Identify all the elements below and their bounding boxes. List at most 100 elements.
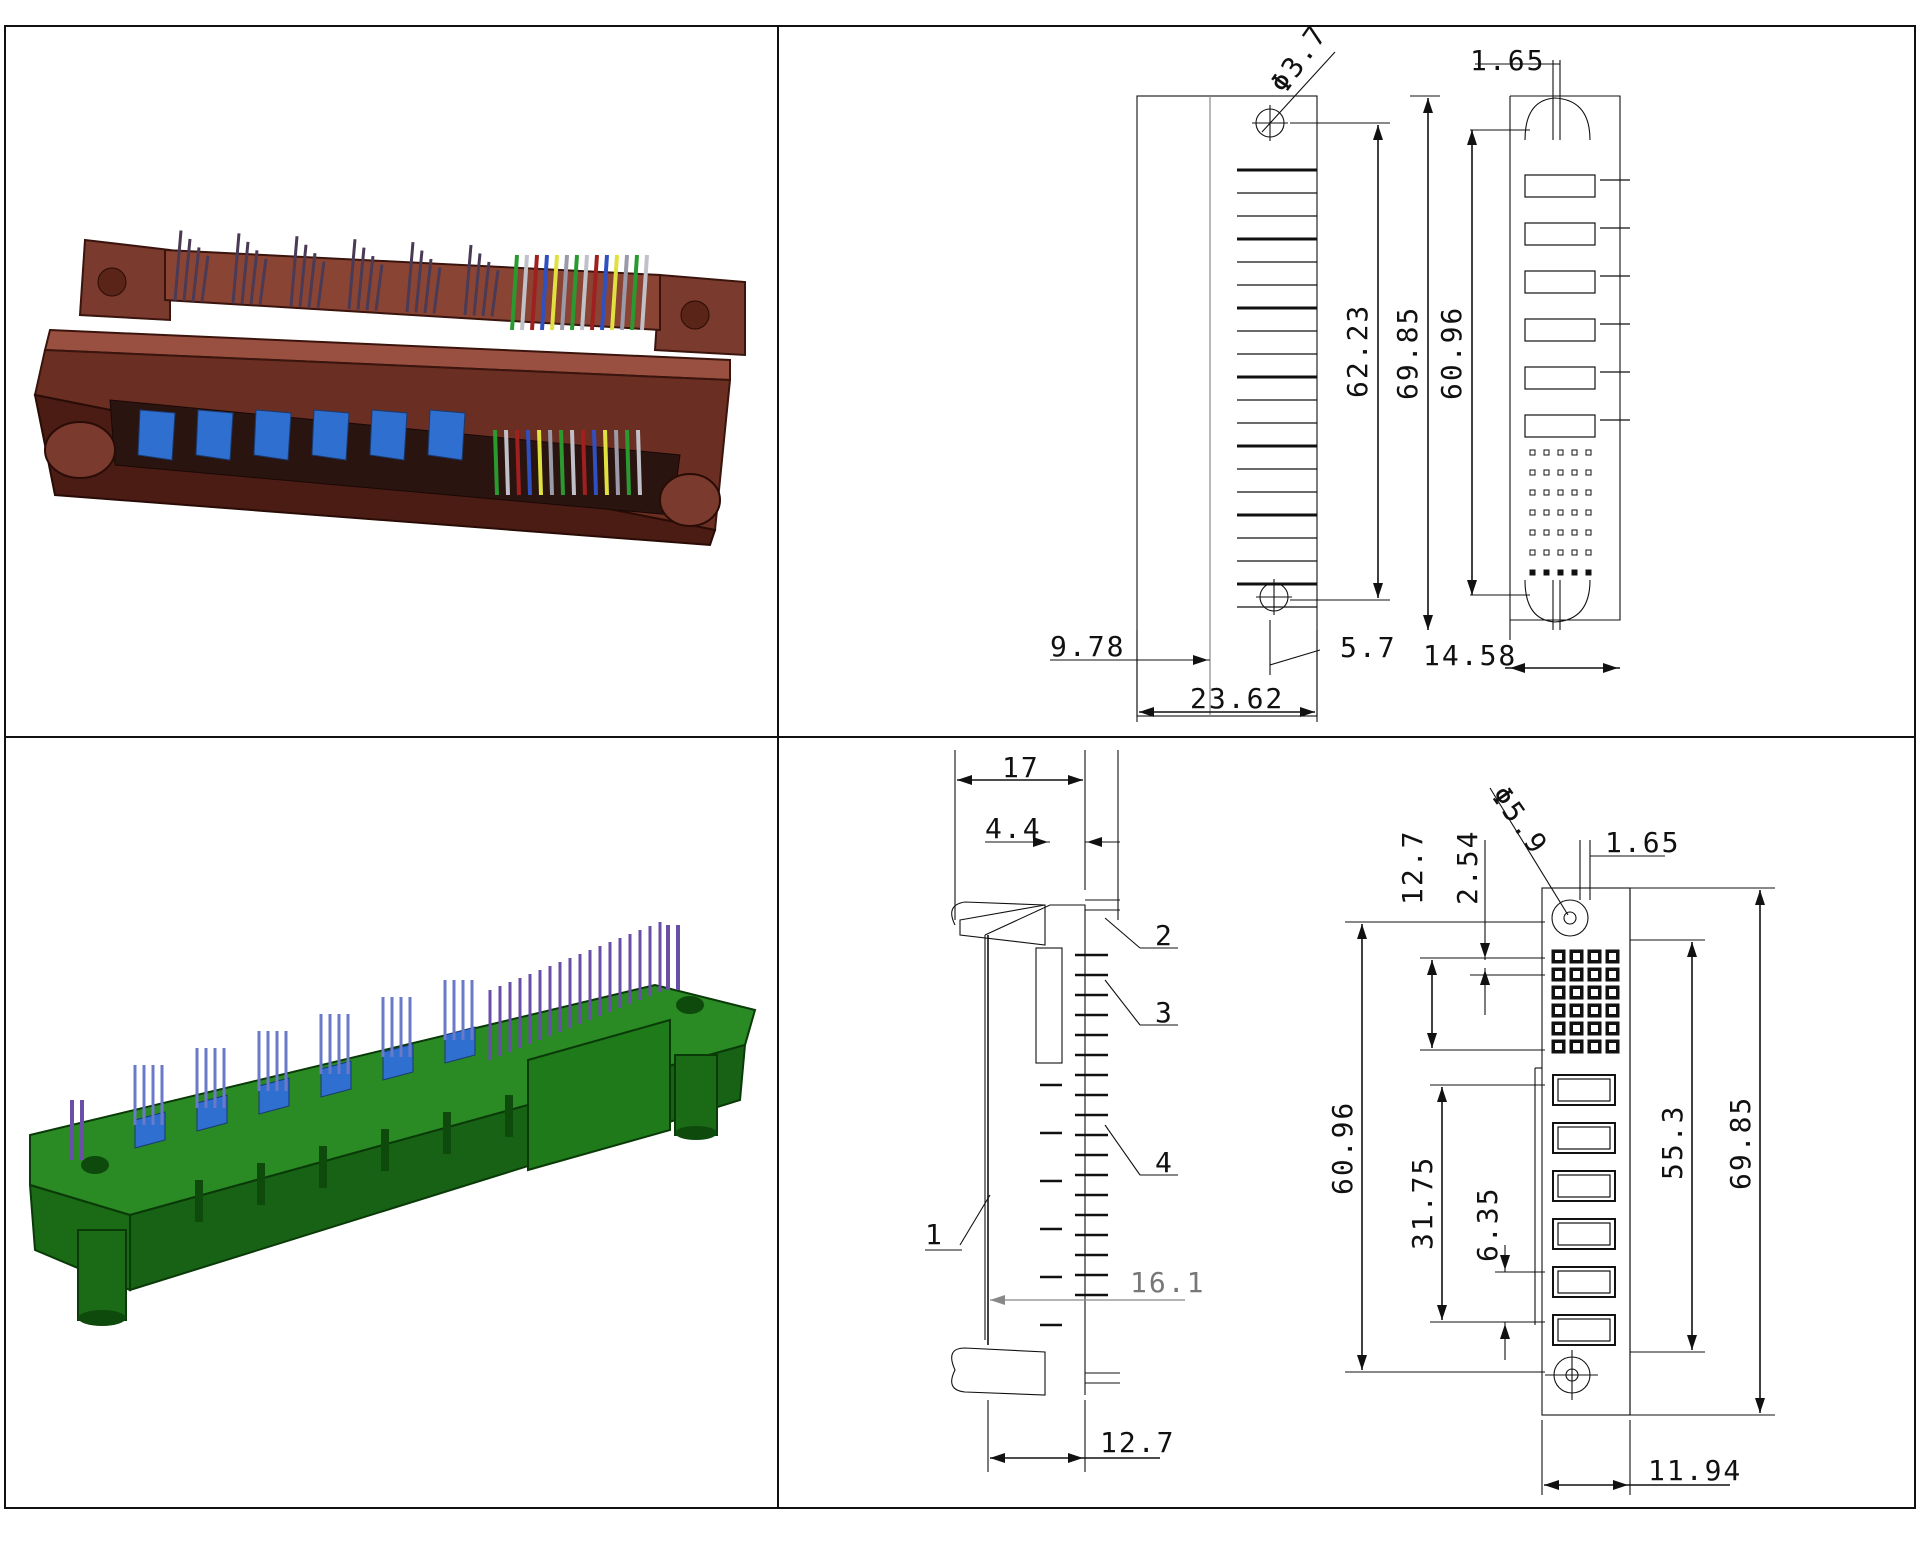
top-side-view-drawing: Φ3.7 1.65 62.23 69.85 60.96 9.78 5.7 14.… xyxy=(1050,18,1630,722)
pin xyxy=(481,261,491,317)
pin-dot xyxy=(1543,489,1550,496)
pin-hole xyxy=(1573,971,1580,978)
dim-69-85-b: 69.85 xyxy=(1724,1096,1757,1190)
pin xyxy=(620,254,629,331)
contact xyxy=(559,429,565,496)
pin xyxy=(316,261,326,308)
contact xyxy=(137,409,176,461)
pin-hole xyxy=(1609,971,1616,978)
power-slot-inner xyxy=(1557,1078,1611,1102)
contact xyxy=(592,429,598,496)
pin xyxy=(640,254,649,331)
power-slot xyxy=(1552,1170,1616,1202)
pin-dot xyxy=(1529,449,1536,456)
pin-dot xyxy=(1585,489,1592,496)
contact xyxy=(195,409,234,461)
callout-4: 4 xyxy=(1155,1146,1174,1179)
contact-block xyxy=(1524,318,1596,342)
dim-60-96: 60.96 xyxy=(1435,306,1468,400)
contact xyxy=(504,429,510,496)
contact xyxy=(311,409,350,461)
brown-connector-3d-view xyxy=(33,230,746,547)
pin xyxy=(630,254,639,331)
pin xyxy=(298,244,308,307)
pin xyxy=(510,254,519,331)
pin-dot xyxy=(1585,569,1592,576)
power-slot xyxy=(1552,1218,1616,1250)
power-slot-inner xyxy=(1557,1222,1611,1246)
pin xyxy=(356,247,366,310)
contact xyxy=(537,429,543,496)
contact xyxy=(625,429,631,496)
dim-9-78: 9.78 xyxy=(1050,630,1125,663)
pin-dot xyxy=(1529,549,1536,556)
contact xyxy=(493,429,499,496)
pin xyxy=(490,270,500,317)
pin-dot xyxy=(1571,509,1578,516)
dim-1-65: 1.65 xyxy=(1470,44,1545,77)
slot xyxy=(257,1163,265,1205)
pin-dot xyxy=(1529,489,1536,496)
pin-dot xyxy=(1543,549,1550,556)
pin-dot xyxy=(1557,469,1564,476)
slot xyxy=(381,1129,389,1171)
pin-hole xyxy=(1555,1007,1562,1014)
dim-hole-3-7: Φ3.7 xyxy=(1264,18,1334,99)
pin-hole xyxy=(1591,971,1598,978)
pin xyxy=(560,254,569,331)
contact-block xyxy=(1524,366,1596,390)
pin xyxy=(472,253,482,316)
pin-dot xyxy=(1557,489,1564,496)
pin xyxy=(258,258,268,305)
pin-dot xyxy=(1543,449,1550,456)
sheet-grid xyxy=(4,25,1916,1509)
slot xyxy=(319,1146,327,1188)
dim-11-94: 11.94 xyxy=(1648,1454,1742,1487)
dim-23-62: 23.62 xyxy=(1190,682,1284,715)
pin-dot xyxy=(1571,489,1578,496)
pin-dot xyxy=(1543,569,1550,576)
pin-hole xyxy=(1555,953,1562,960)
pin-dot xyxy=(1557,449,1564,456)
pin-dot xyxy=(1529,529,1536,536)
dim-16-1: 16.1 xyxy=(1130,1266,1205,1299)
pin-hole xyxy=(1591,989,1598,996)
pin-hole xyxy=(1591,1007,1598,1014)
pin-hole xyxy=(1609,953,1616,960)
pin-hole xyxy=(1591,1025,1598,1032)
pin-dot xyxy=(1529,509,1536,516)
pin xyxy=(249,250,259,305)
dim-hole-5-9: Φ5.9 xyxy=(1484,780,1554,861)
pin-dot xyxy=(1543,469,1550,476)
dim-60-96-b: 60.96 xyxy=(1326,1101,1359,1195)
contact-block xyxy=(1524,174,1596,198)
pin xyxy=(540,254,549,331)
pin-hole xyxy=(1573,1025,1580,1032)
pin-dot xyxy=(1543,509,1550,516)
pin-hole xyxy=(1609,1043,1616,1050)
pin-dot xyxy=(1585,509,1592,516)
contact xyxy=(427,409,466,461)
pin xyxy=(570,254,579,331)
pin xyxy=(347,239,357,310)
pin-dot xyxy=(1543,529,1550,536)
pin xyxy=(231,233,241,304)
power-slot xyxy=(1552,1074,1616,1106)
contact-block xyxy=(1524,222,1596,246)
pin xyxy=(374,264,384,311)
contact xyxy=(603,429,609,496)
contact xyxy=(515,429,521,496)
power-slot-inner xyxy=(1557,1318,1611,1342)
green-connector-3d-view xyxy=(28,922,757,1326)
slot xyxy=(195,1180,203,1222)
contact xyxy=(253,409,292,461)
pin-dot xyxy=(1529,469,1536,476)
pin-hole xyxy=(1555,1025,1562,1032)
pin-dot xyxy=(1585,469,1592,476)
contact xyxy=(526,429,532,496)
pin-dot xyxy=(1571,549,1578,556)
dim-62-23: 62.23 xyxy=(1341,304,1374,398)
power-slot-inner xyxy=(1557,1174,1611,1198)
pin-dot xyxy=(1571,449,1578,456)
pin-hole xyxy=(1609,1007,1616,1014)
